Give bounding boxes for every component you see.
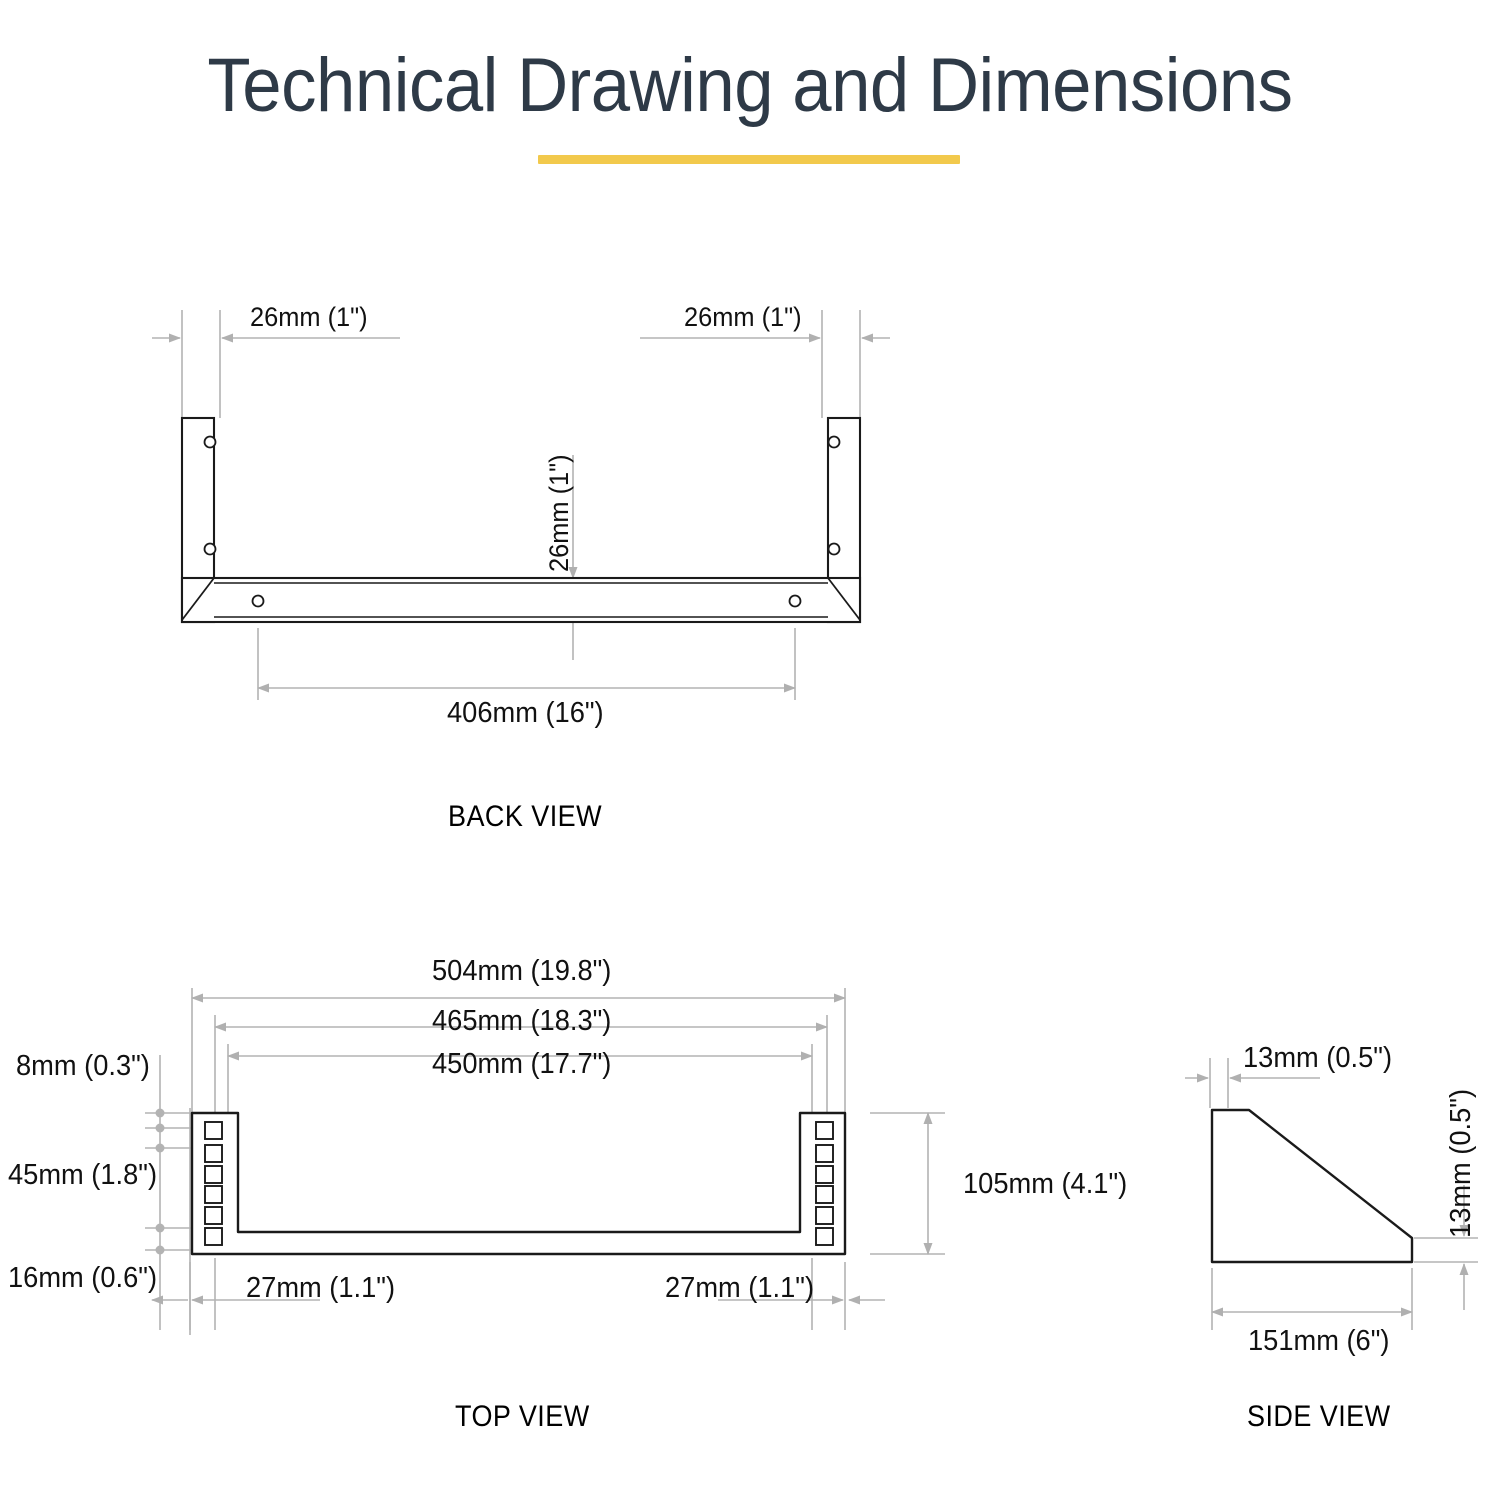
top-dim-465-label: 465mm (18.3") (432, 1005, 612, 1037)
back-view-part (180, 416, 862, 624)
back-left-post (180, 416, 216, 624)
top-dim-27mm-right-label: 27mm (1.1") (665, 1272, 815, 1304)
top-slot-left-2 (204, 1144, 223, 1163)
top-dim-16mm-label: 16mm (0.6") (8, 1262, 158, 1294)
top-slot-right-5 (815, 1206, 834, 1225)
top-slot-left-1 (204, 1121, 223, 1140)
side-view-part (1210, 1108, 1414, 1264)
back-left-gusset (181, 577, 215, 621)
side-dim-thickness-edge-label: 13mm (0.5") (1445, 1088, 1477, 1238)
top-dim-27mm-left-label: 27mm (1.1") (246, 1272, 396, 1304)
back-hole-left-upper (203, 435, 217, 449)
back-hole-shelf-left (251, 594, 265, 608)
back-hole-shelf-right (788, 594, 802, 608)
top-view-outline (190, 1111, 847, 1256)
back-dim-shelf-depth-label: 26mm (1") (544, 454, 574, 572)
top-slot-right-3 (815, 1165, 834, 1184)
top-dim-105mm-label: 105mm (4.1") (963, 1168, 1128, 1200)
top-view-slots (204, 1121, 834, 1246)
page-header: Technical Drawing and Dimensions (0, 48, 1500, 124)
back-right-gusset (827, 577, 861, 621)
side-dim-thickness-top-label: 13mm (0.5") (1243, 1042, 1393, 1074)
top-slot-right-2 (815, 1144, 834, 1163)
top-slot-right-6 (815, 1227, 834, 1246)
top-slot-left-6 (204, 1227, 223, 1246)
back-hole-right-lower (827, 542, 841, 556)
top-slot-left-3 (204, 1165, 223, 1184)
side-view-label: SIDE VIEW (1247, 1400, 1391, 1433)
side-dim-depth-label: 151mm (6") (1248, 1325, 1390, 1357)
back-dim-left-flange-label: 26mm (1") (250, 302, 368, 332)
back-right-post (826, 416, 862, 624)
top-view-part (190, 1111, 847, 1256)
back-view-label: BACK VIEW (448, 800, 603, 833)
back-view-holes (203, 435, 841, 608)
top-dim-450-label: 450mm (17.7") (432, 1048, 612, 1080)
title-accent-rule (538, 155, 960, 164)
back-hole-left-lower (203, 542, 217, 556)
back-dim-overall-width-label: 406mm (16") (447, 697, 604, 729)
side-view-outline (1210, 1108, 1414, 1264)
back-hole-right-upper (827, 435, 841, 449)
top-slot-left-5 (204, 1206, 223, 1225)
back-dim-right-flange-label: 26mm (1") (684, 302, 802, 332)
top-slot-right-4 (815, 1185, 834, 1204)
top-view-label: TOP VIEW (455, 1400, 590, 1433)
top-slot-left-4 (204, 1185, 223, 1204)
top-dim-8mm-label: 8mm (0.3") (16, 1050, 150, 1082)
top-slot-right-1 (815, 1121, 834, 1140)
top-dim-504-label: 504mm (19.8") (432, 955, 612, 987)
back-bottom-shelf (180, 576, 862, 624)
page-title: Technical Drawing and Dimensions (207, 43, 1293, 128)
top-dim-45mm-label: 45mm (1.8") (8, 1159, 158, 1191)
